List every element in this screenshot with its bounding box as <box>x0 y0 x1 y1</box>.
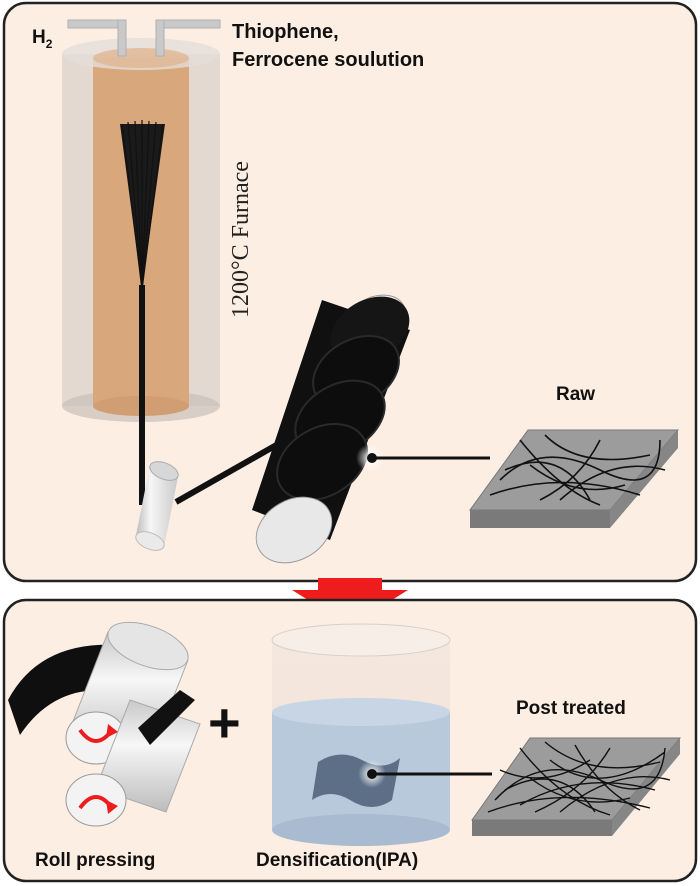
guide-roller <box>135 461 179 551</box>
raw-sheet <box>469 429 680 528</box>
cnt-sock <box>120 120 165 291</box>
precursor-label-line1: Thiophene, <box>232 21 339 43</box>
roll-press <box>8 621 201 827</box>
plus-symbol: + <box>208 691 241 754</box>
cnt-fiber-path <box>139 285 282 505</box>
gas-inlet-tubes <box>67 19 221 57</box>
winding-drum <box>252 294 410 564</box>
h2-label: H2 <box>32 27 53 51</box>
ipa-beaker <box>271 623 451 846</box>
raw-label: Raw <box>556 384 595 405</box>
post-treated-label: Post treated <box>516 698 626 719</box>
raw-leader-dot <box>367 453 377 463</box>
furnace-label: 1200°C Furnace <box>228 161 254 318</box>
post-treated-leader-dot <box>367 769 377 779</box>
precursor-label-line2: Ferrocene soulution <box>232 49 424 71</box>
densification-label: Densification(IPA) <box>256 850 418 871</box>
post-treated-sheet <box>471 737 682 836</box>
roll-pressing-label: Roll pressing <box>35 850 155 871</box>
